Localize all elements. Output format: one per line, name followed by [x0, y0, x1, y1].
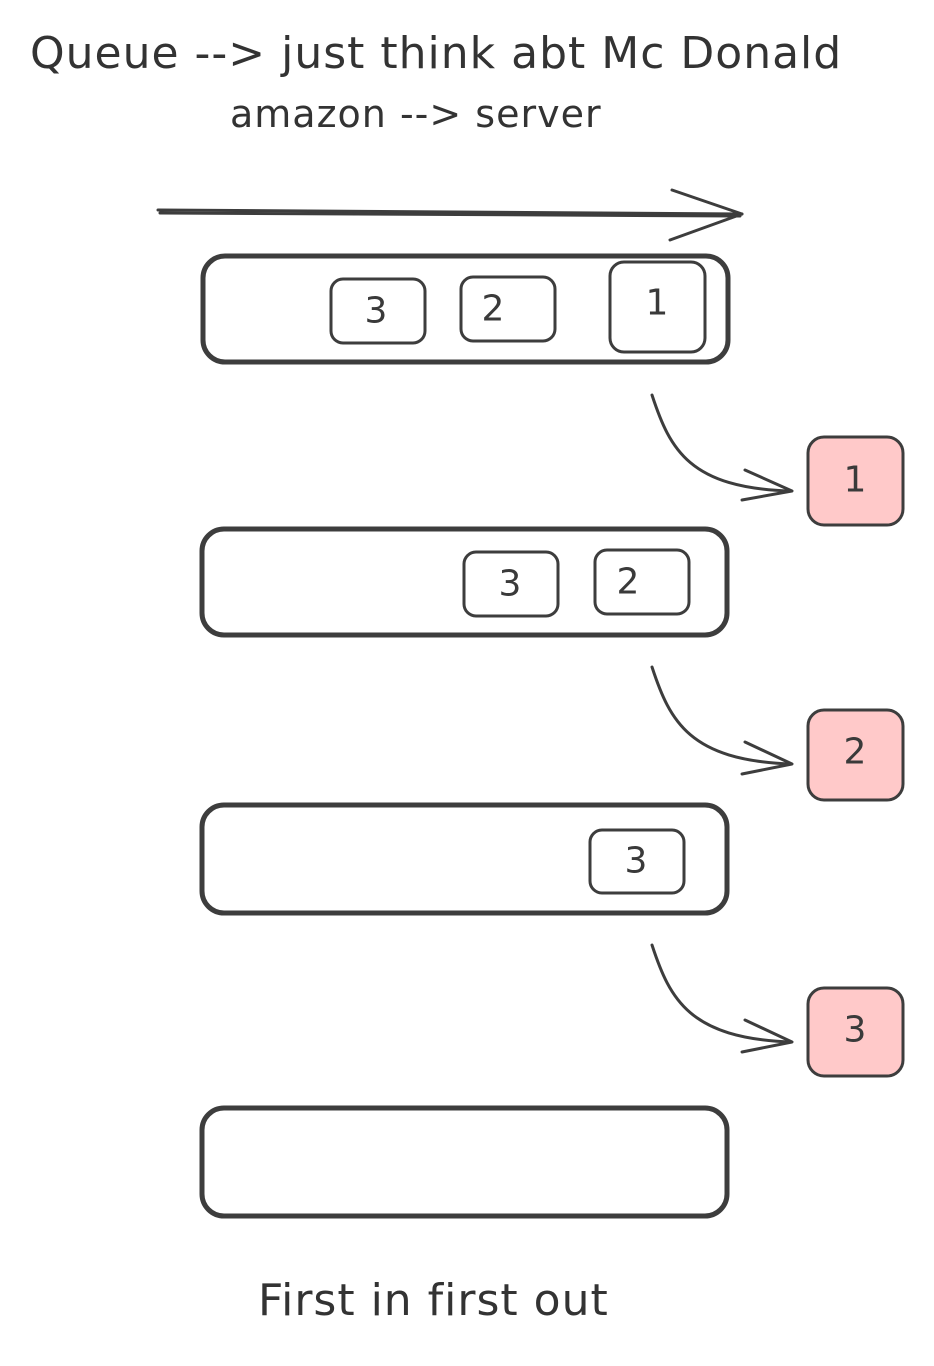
queue-item-label: 2 — [617, 562, 640, 603]
queue-item-label: 1 — [646, 283, 669, 324]
direction-arrow — [156, 188, 744, 242]
queue-item-box — [462, 550, 560, 618]
dequeued-item-box — [806, 708, 905, 802]
dequeued-item-label: 2 — [844, 732, 867, 773]
queue-item-label: 3 — [499, 564, 522, 605]
dequeued-item-label: 1 — [844, 460, 867, 501]
dequeued-item-box — [806, 986, 905, 1078]
dequeued-item-box — [806, 435, 905, 527]
queue-item-box — [329, 277, 427, 345]
title-line-2: amazon --> server — [230, 92, 602, 136]
queue-container-4 — [199, 1105, 730, 1219]
queue-item-box — [593, 548, 691, 616]
title-line-1: Queue --> just think abt Mc Donald — [30, 28, 843, 79]
queue-item-box — [459, 275, 557, 343]
dequeue-arrow — [650, 943, 794, 1054]
queue-item-label: 3 — [365, 291, 388, 332]
queue-item-label: 3 — [625, 841, 648, 882]
queue-item-box — [588, 828, 686, 895]
footer-caption: First in first out — [258, 1275, 609, 1326]
dequeue-arrow — [650, 665, 794, 776]
queue-item-box — [608, 260, 707, 354]
queue-item-label: 2 — [482, 289, 505, 330]
dequeued-item-label: 3 — [844, 1010, 867, 1051]
dequeue-arrow — [650, 393, 794, 502]
